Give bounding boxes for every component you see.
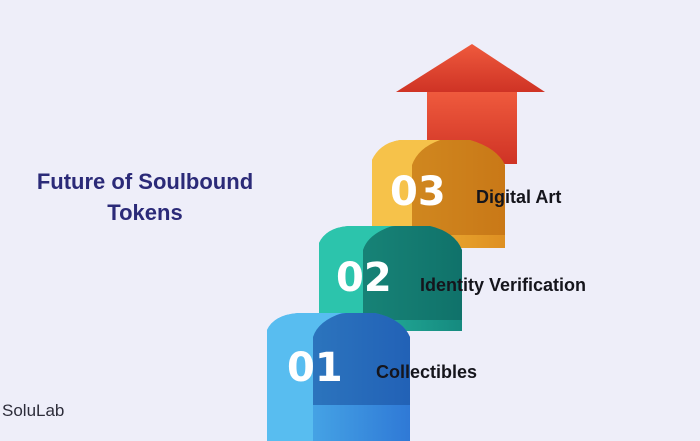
step-02-number: 02: [336, 255, 392, 301]
title-line-1: Future of Soulbound: [36, 169, 254, 194]
step-02-ribbon: [319, 226, 462, 331]
step-03-label: Digital Art: [476, 187, 562, 207]
brand-logo: SoluLab: [2, 401, 65, 420]
step-01-label: Collectibles: [376, 362, 478, 382]
step-03-ribbon: [372, 140, 505, 248]
step-01-number: 01: [287, 345, 343, 391]
step-01-ribbon: [267, 313, 410, 441]
title-line-2: Tokens: [107, 200, 183, 225]
diagram-title: Future of Soulbound Tokens: [0, 166, 290, 228]
step-03-number: 03: [390, 169, 446, 215]
step-02-label: Identity Verification: [420, 275, 587, 295]
